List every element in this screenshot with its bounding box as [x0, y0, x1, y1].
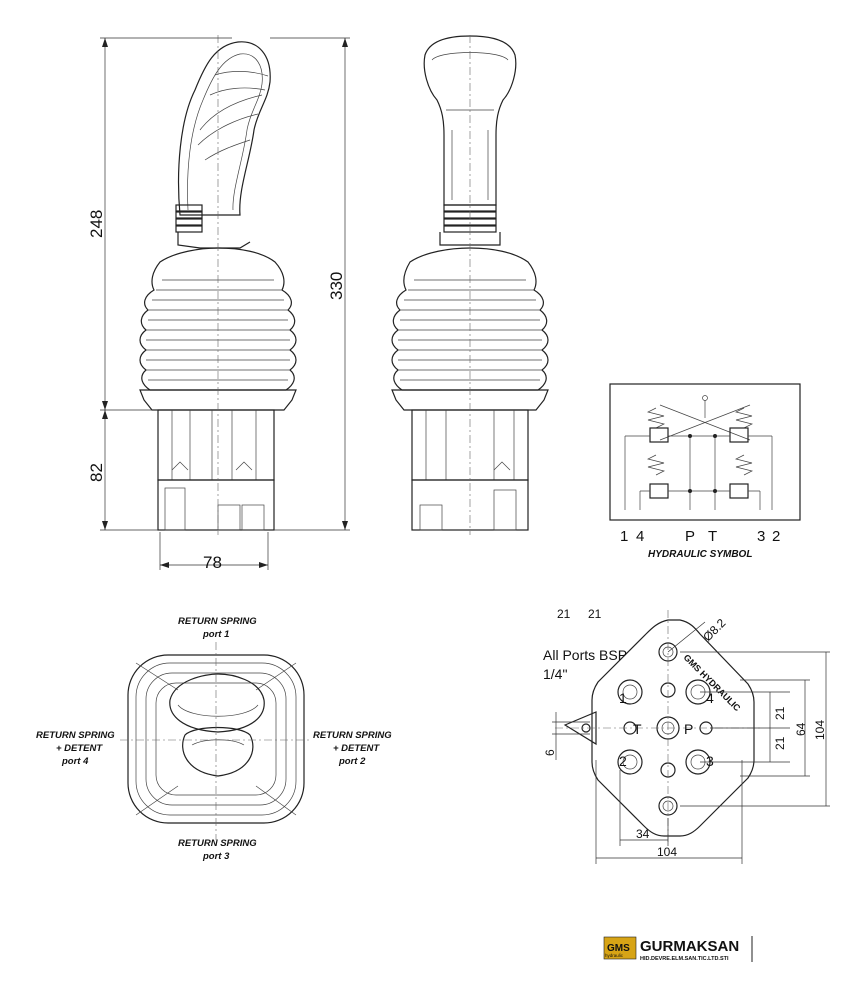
label-port4-line2: + DETENT [56, 743, 103, 754]
port-label-1: 1 [620, 528, 628, 545]
port-view-label-2: 2 [619, 753, 627, 769]
port-label-2: 2 [772, 528, 780, 545]
dim-64: 64 [794, 722, 808, 736]
label-port1-port: port 1 [202, 629, 229, 640]
port-label-T: T [708, 528, 717, 545]
label-port2-line2: + DETENT [333, 743, 380, 754]
joystick-side-view: 248 82 330 78 [87, 35, 350, 572]
dim-21-b: 21 [588, 607, 602, 621]
dim-104-vertical: 104 [813, 720, 827, 740]
port-view-label-3: 3 [706, 753, 714, 769]
port-view-label-P: P [684, 721, 693, 737]
label-port3-title: RETURN SPRING [178, 838, 257, 849]
joystick-top-view: RETURN SPRING port 1 RETURN SPRING + DET… [36, 616, 392, 862]
hydraulic-symbol: 1 4 P T 3 2 HYDRAULIC SYMBOL [609, 383, 801, 560]
ports-note-line2: 1/4" [543, 666, 567, 682]
label-port4-port: port 4 [61, 756, 89, 767]
dim-6: 6 [543, 749, 557, 756]
logo-badge: GMS [607, 943, 630, 954]
label-port1-title: RETURN SPRING [178, 616, 257, 627]
hydraulic-symbol-title: HYDRAULIC SYMBOL [648, 549, 752, 560]
company-logo: GMS hydraulic GURMAKSAN HID.DEVRE.ELM.SA… [603, 936, 753, 962]
dim-total-height: 330 [327, 272, 346, 300]
port-label-3: 3 [757, 528, 765, 545]
port-view-label-T: T [633, 721, 642, 737]
port-label-4: 4 [636, 528, 644, 545]
dim-21-d: 21 [773, 736, 787, 750]
dim-21-a: 21 [557, 607, 571, 621]
dim-34: 34 [636, 827, 650, 841]
label-port3-port: port 3 [202, 851, 230, 862]
port-view-label-4: 4 [706, 690, 714, 706]
joystick-front-view [391, 35, 549, 535]
port-label-P: P [685, 528, 695, 545]
port-view-label-1: 1 [619, 690, 627, 706]
logo-badge-sub: hydraulic [605, 953, 624, 958]
label-port2-port: port 2 [338, 756, 366, 767]
port-view: 21 21 Ø8.2 All Ports BSP 1/4" GMS HYDRAU… [543, 607, 830, 864]
logo-subtitle: HID.DEVRE.ELM.SAN.TIC.LTD.STI [640, 956, 729, 962]
dim-hole: Ø8.2 [700, 616, 729, 645]
dim-base-height: 82 [87, 463, 106, 482]
ports-note-line1: All Ports BSP [543, 647, 627, 663]
dim-104-horizontal: 104 [657, 845, 677, 859]
label-port4-line1: RETURN SPRING [36, 730, 115, 741]
logo-company: GURMAKSAN [640, 938, 739, 955]
dim-21-c: 21 [773, 706, 787, 720]
dim-width: 78 [203, 553, 222, 572]
dim-handle-height: 248 [87, 210, 106, 238]
label-port2-line1: RETURN SPRING [313, 730, 392, 741]
